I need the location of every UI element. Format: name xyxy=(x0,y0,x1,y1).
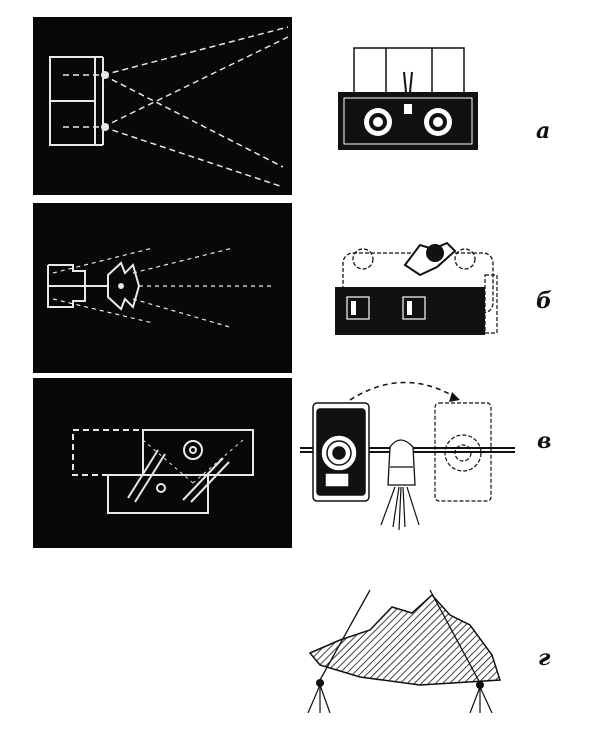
panel-beam-splitter-diagram xyxy=(33,203,292,373)
two-tripod-landscape-icon xyxy=(307,589,502,714)
figure-stereo-camera xyxy=(330,40,490,160)
label-d: г xyxy=(538,645,551,671)
panel-periscope-diagram xyxy=(33,378,292,548)
label-a: а xyxy=(536,118,551,144)
dual-lens-projection-diagram-icon xyxy=(49,26,289,188)
beam-splitter-diagram-icon xyxy=(47,247,273,329)
panel-dual-lens-diagram xyxy=(33,17,292,195)
stereo-camera-icon xyxy=(338,47,478,150)
label-b: б xyxy=(536,288,552,314)
periscope-mirror-diagram-icon xyxy=(72,429,254,514)
figure-two-tripod-landscape xyxy=(300,585,505,715)
figure-sliding-camera-tripod xyxy=(295,375,520,535)
label-c: в xyxy=(537,428,552,454)
figure-stereo-attachment-camera xyxy=(325,235,505,345)
sliding-camera-tripod-icon xyxy=(300,381,515,531)
stereo-attachment-camera-icon xyxy=(335,241,498,335)
